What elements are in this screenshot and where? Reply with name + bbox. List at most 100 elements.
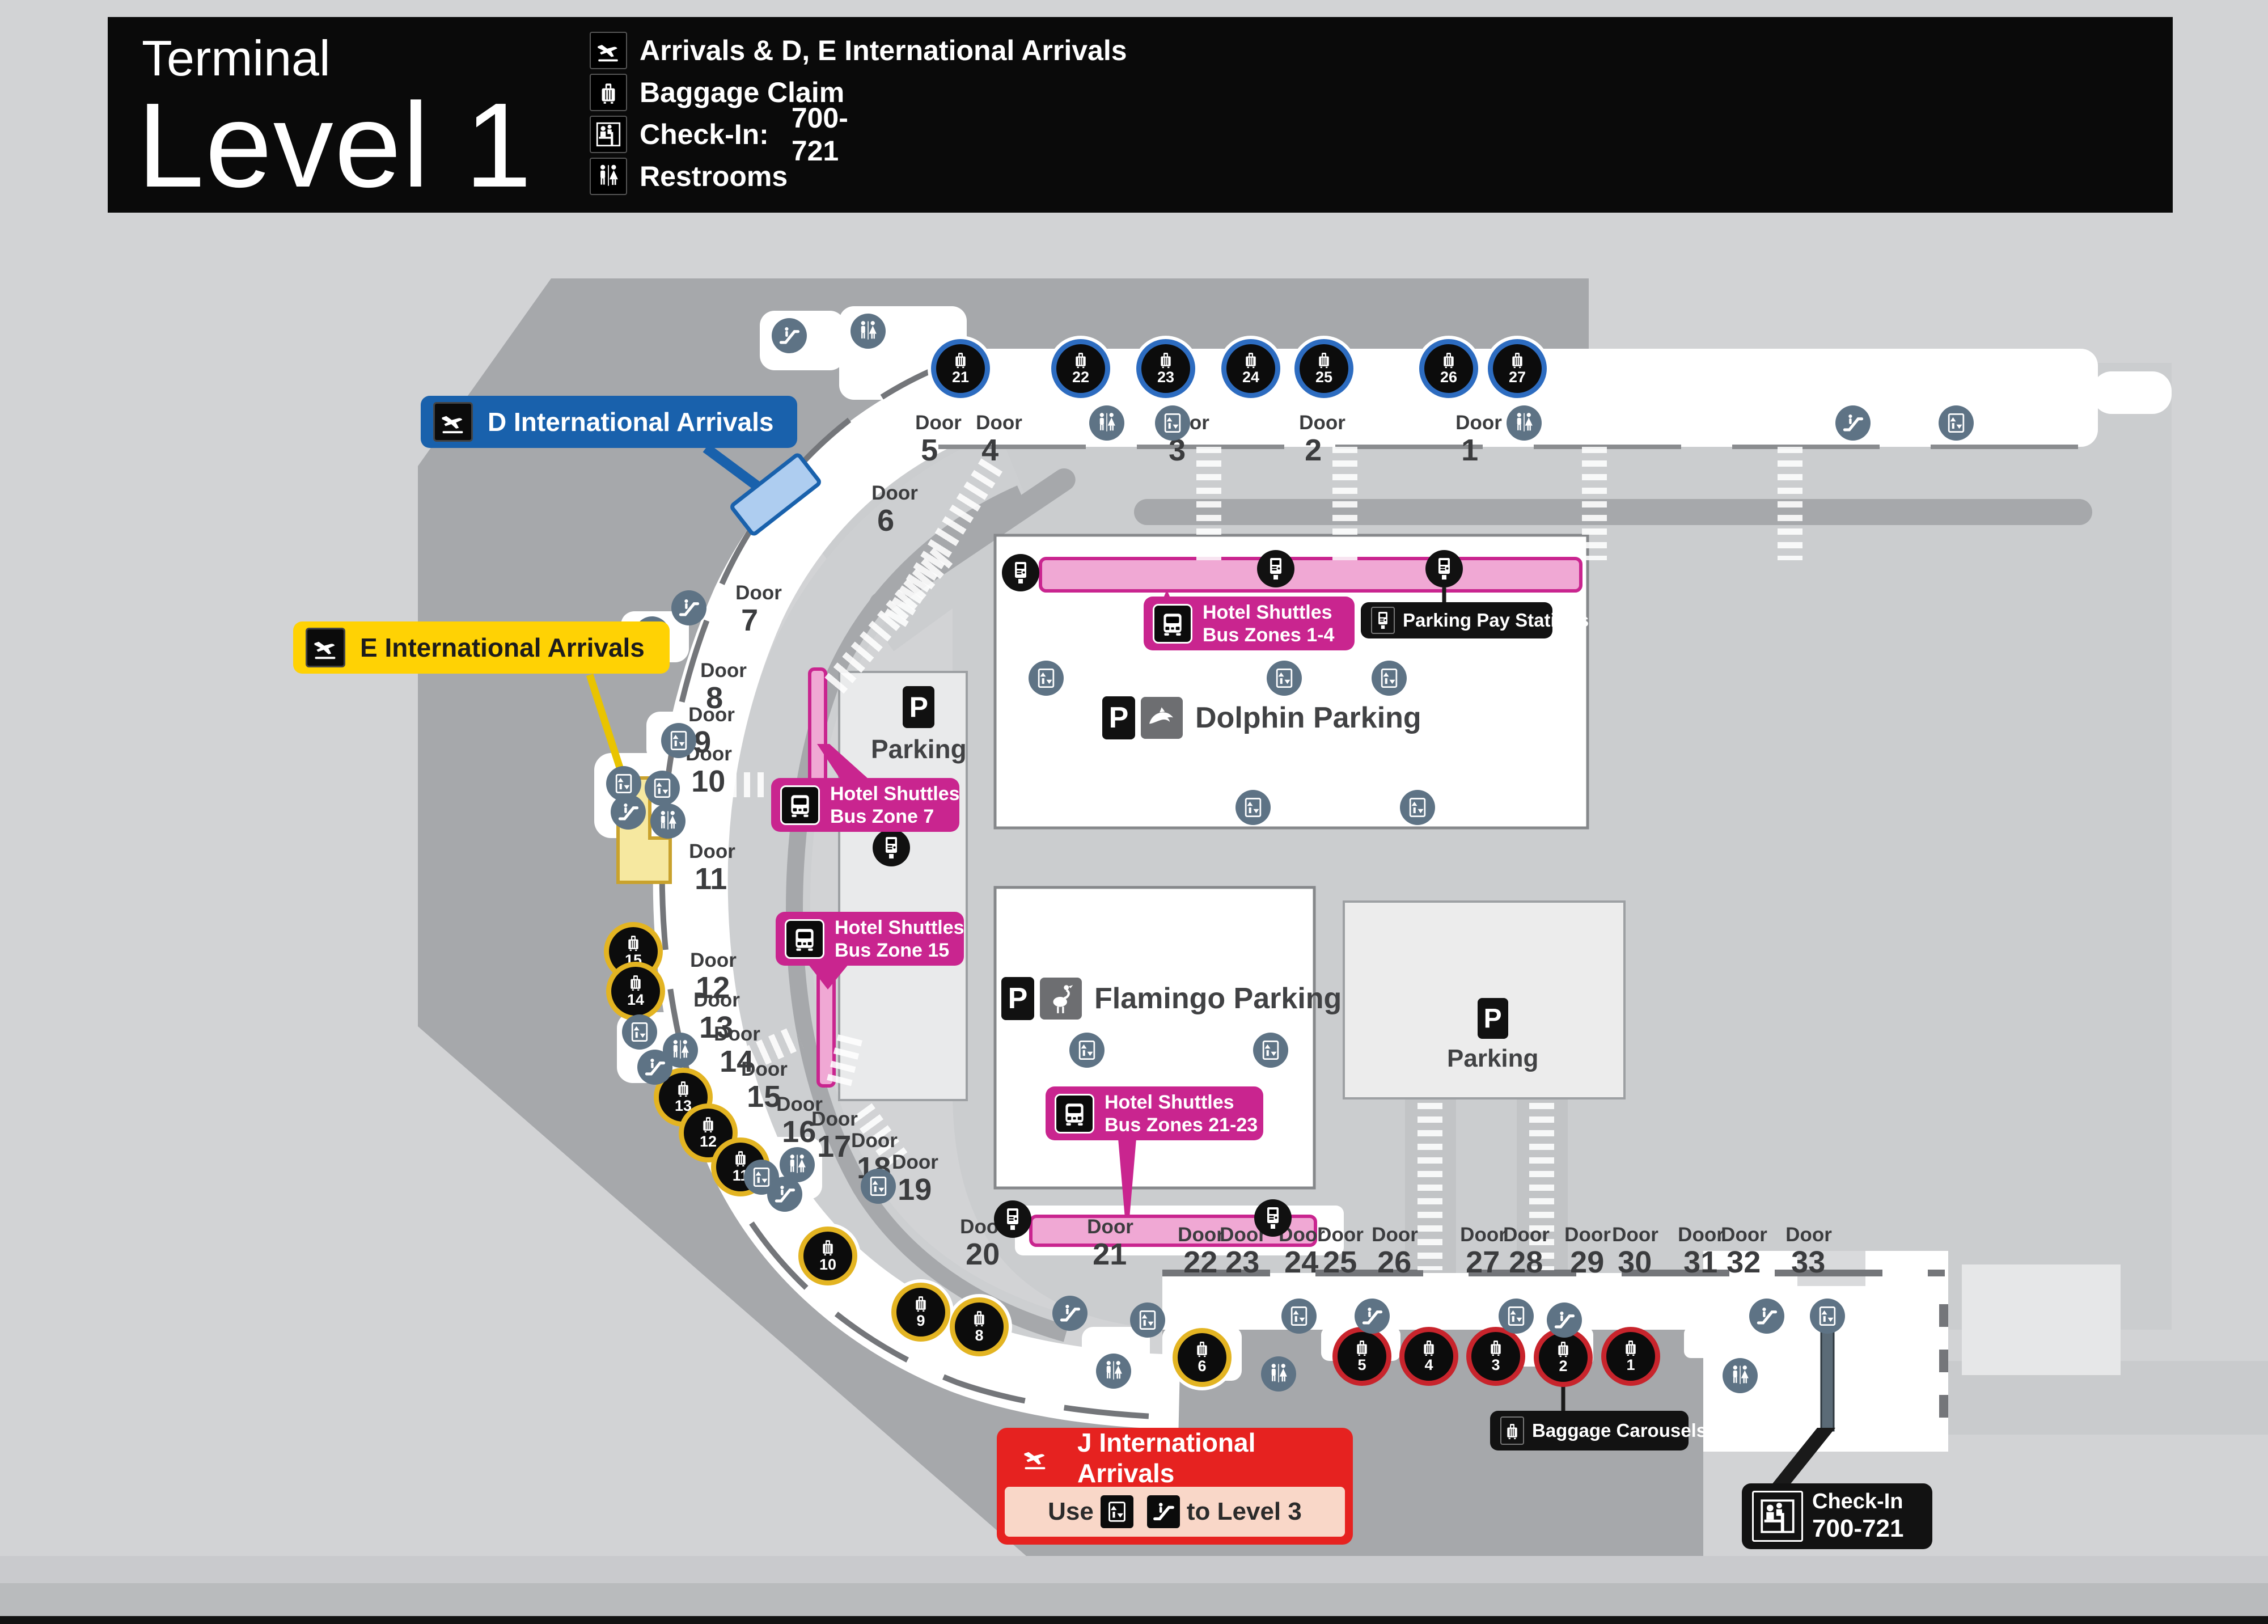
door-number: 29	[1570, 1245, 1605, 1279]
baggage-carousel-1: 1	[1601, 1327, 1660, 1386]
e-callout-pointer	[586, 673, 628, 781]
door-label-14: Door 14	[714, 1024, 760, 1077]
right-parking-text: Parking	[1447, 1044, 1539, 1072]
door-number: 31	[1683, 1245, 1718, 1279]
door-number: 21	[1093, 1237, 1127, 1271]
door-number: 10	[691, 764, 726, 798]
baggage-carousel-27: 27	[1488, 339, 1547, 398]
shuttle-line1: Hotel Shuttles	[835, 916, 964, 938]
legend-label: Restrooms	[640, 160, 788, 192]
door-number: 19	[898, 1173, 932, 1207]
door-number: 14	[720, 1044, 754, 1079]
legend-label: Baggage Claim	[640, 77, 845, 108]
elevator-icon	[661, 723, 696, 758]
bus-icon	[780, 785, 820, 825]
door-label-1: Door 1	[1455, 413, 1502, 466]
door-number: 32	[1727, 1245, 1761, 1279]
door-word: Door	[1721, 1224, 1767, 1246]
garage-parking-label: P Parking	[871, 686, 967, 764]
door-word: Door	[871, 482, 918, 504]
door-label-32: Door 32	[1721, 1225, 1767, 1278]
carousel-number: 2	[1559, 1357, 1568, 1375]
header-level: Level 1	[137, 78, 533, 212]
door-number: 27	[1466, 1245, 1500, 1279]
door-word: Door	[1087, 1216, 1133, 1238]
concourse-edge	[1939, 1304, 1948, 1327]
door-number: 23	[1225, 1245, 1260, 1279]
restrooms-icon	[1096, 1354, 1131, 1389]
parking-p-icon: P	[1001, 977, 1034, 1020]
concourse-edge	[1939, 1350, 1948, 1372]
door-label-21: Door 21	[1087, 1217, 1133, 1270]
shuttle-line2: Bus Zones 1-4	[1203, 624, 1335, 646]
door-label-11: Door 11	[689, 841, 735, 894]
door-word: Door	[1460, 1224, 1507, 1246]
hotel-shuttles-label-1: Hotel Shuttles Bus Zones 1-4	[1144, 597, 1355, 650]
crosswalk	[1582, 447, 1607, 560]
door-word: Door	[693, 989, 740, 1011]
door-label-26: Door 26	[1372, 1225, 1418, 1278]
d-arrivals-area	[730, 453, 821, 536]
door-label-23: Door 23	[1220, 1225, 1266, 1278]
door-label-4: Door 4	[976, 413, 1022, 466]
floor-strip-light	[0, 1556, 2268, 1583]
shuttle-line2: Bus Zone 7	[830, 805, 934, 827]
baggage-carousel-22: 22	[1051, 339, 1110, 398]
door-label-27: Door 27	[1460, 1225, 1507, 1278]
escalator-icon	[671, 590, 706, 625]
concourse-structure	[1797, 1251, 1865, 1286]
carousel-number: 3	[1491, 1356, 1500, 1373]
checkin-label: Check-In 700-721	[1742, 1483, 1932, 1549]
baggage-carousel-10: 10	[798, 1227, 857, 1285]
carousel-number: 27	[1508, 369, 1526, 386]
shuttle-bar-zones-21-23	[1029, 1215, 1317, 1247]
floor-strip-mid	[0, 1583, 2268, 1616]
door-number: 20	[966, 1237, 1000, 1271]
door-number: 5	[921, 433, 938, 467]
door-label-17: Door 17	[811, 1109, 858, 1162]
door-number: 13	[699, 1010, 734, 1044]
restrooms-icon	[850, 314, 886, 349]
door-label-2: Door 2	[1299, 413, 1345, 466]
door-label-33: Door 33	[1785, 1225, 1832, 1278]
restrooms-icon	[1089, 405, 1124, 441]
legend-item: Baggage Claim	[590, 74, 844, 111]
plane-landing-icon	[1008, 1443, 1063, 1473]
elevator-icon	[1400, 790, 1435, 825]
escalator-icon	[637, 1050, 672, 1085]
shuttle-line2: Bus Zones 21-23	[1105, 1114, 1258, 1136]
door-number: 6	[877, 504, 895, 538]
elevator-icon	[1267, 661, 1302, 696]
door-label-6: Door 6	[871, 483, 918, 536]
door-number: 16	[782, 1115, 816, 1149]
door-number: 26	[1377, 1245, 1412, 1279]
bus-icon	[1153, 603, 1192, 644]
carousel-number: 12	[699, 1133, 717, 1150]
restrooms-icon	[650, 803, 686, 839]
baggage-carousel-2: 2	[1534, 1328, 1593, 1387]
crosswalk	[1778, 447, 1802, 560]
parking-p-icon: P	[1477, 998, 1508, 1039]
legend-item: Arrivals & D, E International Arrivals	[590, 32, 1127, 69]
dolphin-parking-text: Dolphin Parking	[1195, 701, 1421, 734]
carousel-number: 8	[975, 1327, 984, 1344]
elevator-icon	[1155, 405, 1190, 441]
crosswalk	[1332, 447, 1357, 560]
baggage-carousel-23: 23	[1136, 339, 1195, 398]
elevator-icon	[1499, 1299, 1534, 1334]
door-word: Door	[1678, 1224, 1724, 1246]
hotel-shuttles-label-4: Hotel Shuttles Bus Zones 21-23	[1046, 1086, 1263, 1140]
shuttle-line2: Bus Zone 15	[835, 939, 950, 961]
door-word: Door	[1299, 412, 1345, 434]
baggage-carousel-14: 14	[606, 962, 665, 1021]
shuttle-line1: Hotel Shuttles	[1105, 1091, 1234, 1113]
parking-p-icon: P	[1102, 696, 1135, 739]
crosswalk	[703, 772, 765, 797]
bus-icon	[1055, 1093, 1094, 1134]
baggage-carousel-5: 5	[1332, 1327, 1391, 1386]
carousel-number: 6	[1198, 1357, 1207, 1375]
baggage-carousel-25: 25	[1294, 339, 1353, 398]
carousel-number: 22	[1072, 369, 1090, 386]
checkin-counter	[1820, 1325, 1835, 1432]
